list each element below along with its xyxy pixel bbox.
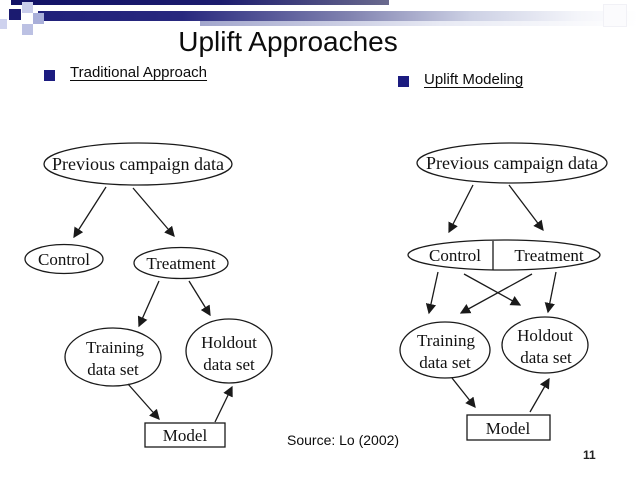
traditional-treatment-label: Treatment: [146, 254, 216, 273]
uplift-model-label: Model: [486, 419, 531, 438]
traditional-model-label: Model: [163, 426, 208, 445]
page-title: Uplift Approaches: [178, 26, 398, 57]
traditional-treatment-ellipse: [133, 246, 229, 280]
arrow-model-to-holdout: [214, 385, 233, 423]
arrow-training-to-model: [127, 383, 160, 420]
header-top-strip: [11, 0, 389, 5]
traditional-training-label-line2: data set: [87, 360, 139, 379]
uplift-training-ellipse: [399, 321, 491, 379]
corner-medium-square-decoration: [33, 13, 44, 24]
top-right-faint-square-decoration: [603, 4, 627, 27]
traditional-approach-heading: Traditional Approach: [70, 64, 208, 81]
arrow-treatment-to-training-cross: [459, 273, 533, 314]
edge-square-decoration: [0, 19, 7, 29]
traditional-training-ellipse: [64, 327, 162, 387]
arrow-root-to-treatment: [132, 187, 175, 237]
arrow-root-to-control: [73, 186, 107, 239]
corner-light-square-decoration: [22, 2, 33, 13]
arrow-treatment-to-holdout: [188, 280, 211, 317]
uplift-root-label: Previous campaign data: [426, 153, 598, 173]
arrow-treatment-to-training: [137, 280, 160, 328]
corner-light-square-decoration-2: [22, 24, 33, 35]
traditional-approach-bullet: Traditional Approach: [44, 63, 207, 83]
traditional-training-label-line1: Training: [86, 338, 144, 357]
traditional-control-ellipse: [24, 243, 104, 275]
bullet-square-icon: [44, 70, 55, 81]
uplift-model-box: [466, 414, 551, 441]
traditional-holdout-label-line1: Holdout: [201, 333, 257, 352]
arrow-training-to-model-uplift: [451, 377, 476, 409]
traditional-model-box: [144, 422, 226, 448]
arrow-control-to-training: [425, 271, 439, 315]
traditional-control-label: Control: [38, 250, 90, 269]
traditional-holdout-ellipse: [185, 318, 273, 384]
arrow-root-to-control-uplift: [448, 184, 474, 234]
arrow-control-to-holdout-cross: [463, 273, 522, 306]
uplift-diagram: Previous campaign data Control Treatment…: [399, 142, 608, 441]
uplift-training-label-line1: Training: [417, 331, 475, 350]
uplift-control-treatment-ellipse: [407, 239, 601, 271]
traditional-root-label: Previous campaign data: [52, 154, 224, 174]
uplift-control-label: Control: [429, 246, 481, 265]
corner-dark-square-decoration: [9, 9, 21, 20]
uplift-modeling-heading: Uplift Modeling: [424, 71, 524, 88]
uplift-treatment-label: Treatment: [514, 246, 584, 265]
slide-number: 11: [583, 448, 596, 462]
uplift-holdout-ellipse: [501, 316, 589, 374]
uplift-modeling-bullet: Uplift Modeling: [398, 70, 523, 90]
traditional-root-ellipse: [43, 142, 233, 186]
arrow-treatment-to-holdout: [544, 271, 557, 314]
header-gradient-bar: [38, 11, 638, 21]
arrow-root-to-treatment-uplift: [508, 184, 544, 232]
source-citation: Source: Lo (2002): [287, 432, 400, 448]
arrow-model-to-holdout-uplift: [529, 377, 550, 413]
uplift-holdout-label-line2: data set: [520, 348, 572, 367]
traditional-diagram: Previous campaign data Control Treatment…: [24, 142, 273, 448]
header-gradient-bar-step: [200, 21, 638, 26]
traditional-holdout-label-line2: data set: [203, 355, 255, 374]
bullet-square-icon: [398, 76, 409, 87]
uplift-holdout-label-line1: Holdout: [517, 326, 573, 345]
uplift-root-ellipse: [416, 142, 608, 184]
uplift-training-label-line2: data set: [419, 353, 471, 372]
